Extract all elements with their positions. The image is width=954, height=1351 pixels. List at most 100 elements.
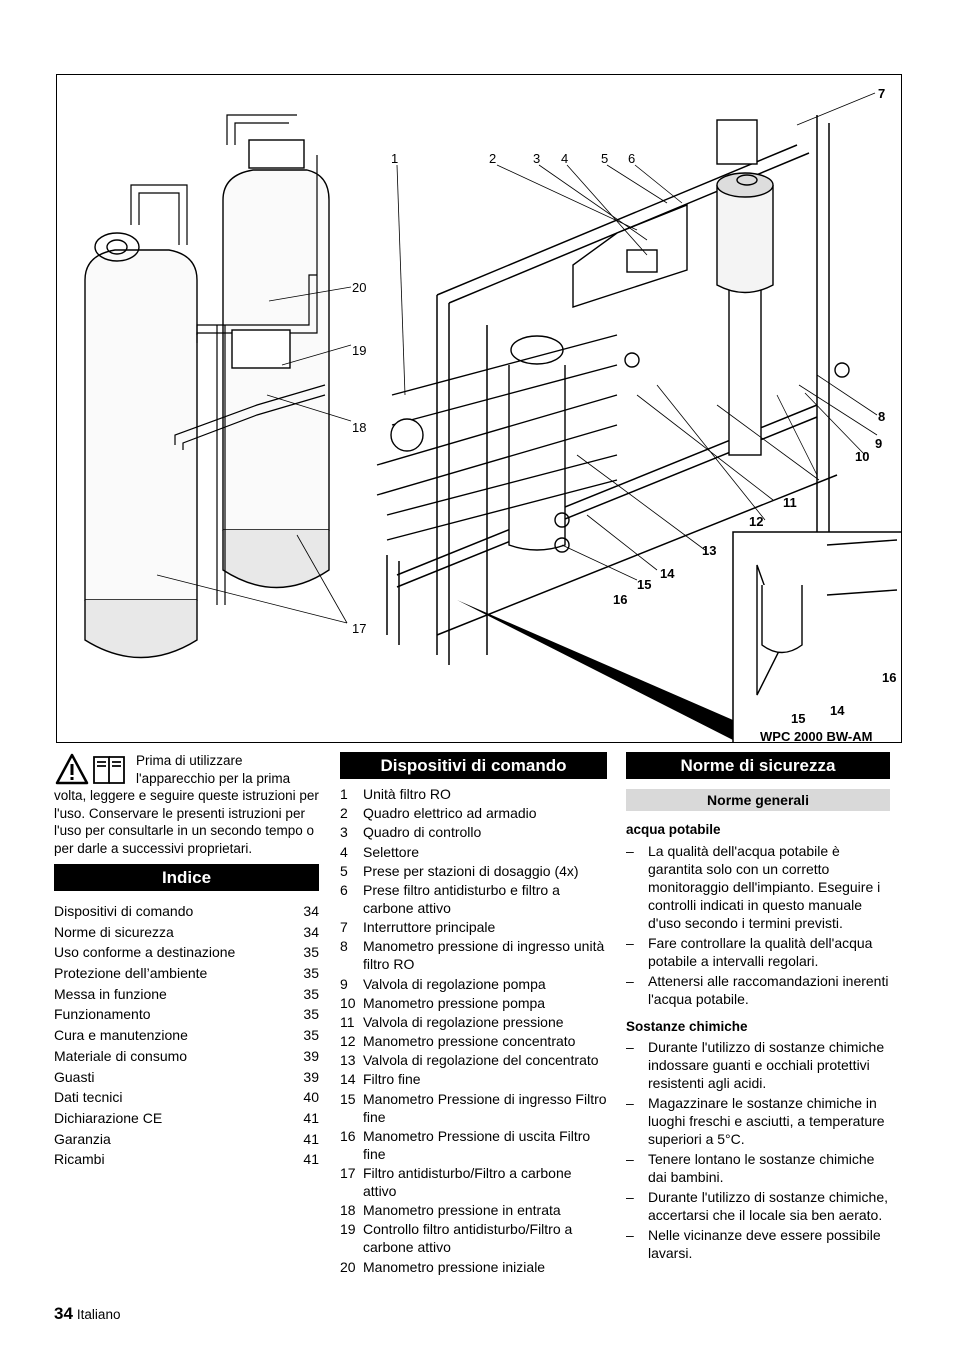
bullet-dash: – [626, 1039, 634, 1055]
safety-section-heading: acqua potabile [626, 822, 721, 837]
bullet-dash: – [626, 972, 634, 989]
safety-bullet: –Durante l'utilizzo di sostanze chimiche… [626, 1038, 890, 1092]
index-row[interactable]: Norme di sicurezza 34 [54, 922, 319, 943]
main-switch-box [716, 119, 758, 165]
detail-inset [732, 531, 901, 742]
manual-book-icon [93, 756, 125, 784]
index-entry-page: 35 [303, 944, 319, 961]
callout-label: 6 [628, 151, 636, 166]
ro-membranes [376, 334, 618, 541]
index-entry-page: 35 [303, 985, 319, 1002]
control-number: 11 [340, 1013, 355, 1030]
index-entry-label: Messa in funzione [54, 985, 167, 1002]
index-row[interactable]: Messa in funzione 35 [54, 984, 319, 1005]
safety-sections: acqua potabile –La qualità dell'acqua pot… [626, 821, 890, 1262]
callout-label: 12 [749, 514, 764, 529]
control-item: 5 Prese per stazioni di dosaggio (4x) [340, 862, 607, 880]
control-description: Prese filtro antidisturbo e filtro a car… [363, 881, 560, 916]
control-number: 12 [340, 1033, 356, 1050]
page-number: 34 [54, 1304, 73, 1323]
control-number: 13 [340, 1052, 356, 1069]
index-entry-page: 39 [303, 1047, 319, 1064]
control-item: 11 Valvola di regolazione pressione [340, 1013, 607, 1031]
control-number: 14 [340, 1071, 356, 1088]
control-number: 6 [340, 881, 348, 898]
control-description: Manometro pressione pompa [363, 994, 546, 1011]
safety-bullet-text: Nelle vicinanze deve essere possibile la… [648, 1227, 881, 1261]
safety-section-heading: Sostanze chimiche [626, 1018, 748, 1034]
leader-lines [156, 92, 878, 624]
control-description: Valvola di regolazione pressione [363, 1013, 564, 1030]
callout-label: 3 [533, 151, 541, 166]
column-intro-index: Prima di utilizzare l'apparecchio per la… [54, 752, 319, 1170]
index-row[interactable]: Materiale di consumo 39 [54, 1046, 319, 1067]
electrical-cabinet [572, 203, 688, 308]
callout-label: 17 [352, 621, 367, 636]
callout-label: 2 [489, 151, 497, 166]
bullet-dash: – [626, 1151, 634, 1167]
index-entry-page: 34 [303, 903, 319, 919]
control-number: 20 [340, 1258, 356, 1275]
control-description: Filtro antidisturbo/Filtro a carbone att… [363, 1165, 572, 1199]
safety-bullet: –Nelle vicinanze deve essere possibile l… [626, 1226, 890, 1262]
control-description: Valvola di regolazione del concentrato [363, 1052, 599, 1069]
bullet-dash: – [626, 934, 634, 951]
callout-label: 11 [783, 495, 797, 510]
control-description: Manometro pressione concentrato [363, 1033, 576, 1050]
control-number: 9 [340, 975, 348, 992]
control-description: Interruttore principale [363, 919, 496, 936]
callout-label: 7 [878, 86, 886, 101]
control-number: 15 [340, 1090, 356, 1107]
safety-bullet: –La qualità dell'acqua potabile è garant… [626, 842, 890, 932]
control-item: 7 Interruttore principale [340, 918, 607, 936]
column-safety: Norme di sicurezza Norme generali acqua … [626, 752, 890, 1264]
index-entry-page: 34 [303, 923, 319, 940]
control-number: 3 [340, 824, 348, 841]
index-entry-label: Norme di sicurezza [54, 923, 174, 940]
inset-callout-label: 15 [791, 711, 806, 726]
fine-filter [508, 335, 566, 551]
control-item: 13 Valvola di regolazione del concentrato [340, 1051, 607, 1069]
inset-callout-label: 16 [882, 670, 897, 685]
pump [716, 172, 774, 456]
control-description: Valvola di regolazione pompa [363, 975, 546, 992]
bullet-dash: – [626, 1095, 634, 1111]
control-number: 8 [340, 938, 348, 955]
control-number: 19 [340, 1221, 356, 1238]
control-number: 1 [340, 786, 348, 802]
control-item: 6 Prese filtro antidisturbo e filtro a ca… [340, 881, 607, 917]
safety-bullet-text: Tenere lontano le sostanze chimiche dai … [648, 1151, 875, 1185]
control-number: 7 [340, 919, 348, 936]
pressure-gauges [554, 352, 850, 553]
inset-model-label: WPC 2000 BW-AM [760, 729, 873, 743]
control-number: 5 [340, 862, 348, 879]
control-number: 4 [340, 843, 348, 860]
safety-title: Norme di sicurezza [626, 752, 890, 779]
callout-label: 18 [352, 420, 367, 435]
index-entry-label: Materiale di consumo [54, 1047, 188, 1064]
safety-bullet-text: Durante l'utilizzo di sostanze chimiche,… [648, 1189, 889, 1223]
callout-label: 19 [352, 343, 367, 358]
intro-text: Prima di utilizzare l'apparecchio per la… [54, 753, 319, 856]
callout-label: 1 [391, 151, 399, 166]
intro-notice: Prima di utilizzare l'apparecchio per la… [54, 752, 319, 857]
control-description: Prese per stazioni di dosaggio (4x) [363, 862, 579, 879]
index-entry-label: Dati tecnici [54, 1089, 123, 1106]
